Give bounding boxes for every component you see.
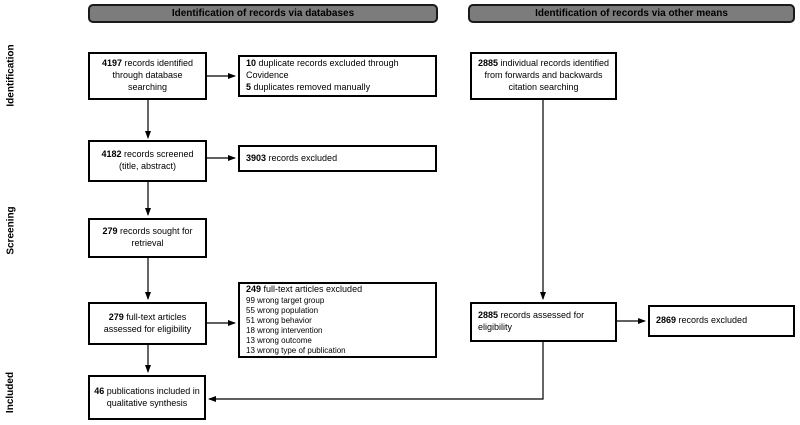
box-records-identified-databases: 4197 records identified through database… xyxy=(88,52,207,100)
box-title: 249 full-text articles excluded xyxy=(246,284,363,295)
exclusion-reason: 99 wrong target group xyxy=(246,295,325,305)
box-records-excluded: 3903 records excluded xyxy=(238,145,437,172)
box-qualitative-synthesis: 46 publications included in qualitative … xyxy=(88,375,206,420)
box-text: 2869 records excluded xyxy=(656,315,748,326)
box-citation-excluded: 2869 records excluded xyxy=(648,305,795,337)
stage-label-included: Included xyxy=(5,371,17,413)
box-text: 4197 records identified through database… xyxy=(101,58,194,92)
exclusion-reason: 13 wrong type of publication xyxy=(246,345,346,355)
box-text: 279 full-text articles assessed for elig… xyxy=(103,311,192,334)
box-text: 2885 individual records identified from … xyxy=(477,58,610,92)
box-records-screened: 4182 records screened (title, abstract) xyxy=(88,140,207,182)
box-text-line2: 5 duplicates removed manually xyxy=(246,81,371,92)
stage-label-screening: Screening xyxy=(5,205,17,255)
box-fulltext-assessed: 279 full-text articles assessed for elig… xyxy=(88,302,207,345)
box-duplicates-excluded: 10 duplicate records excluded through Co… xyxy=(238,55,437,97)
exclusion-reason: 51 wrong behavior xyxy=(246,315,312,325)
box-text: 4182 records screened (title, abstract) xyxy=(101,149,194,171)
stage-label-identification: Identification xyxy=(5,43,17,107)
header-other-means-label: Identification of records via other mean… xyxy=(535,8,728,19)
box-fulltext-excluded: 249 full-text articles excluded 99 wrong… xyxy=(238,282,437,358)
box-text-line1: 10 duplicate records excluded through Co… xyxy=(246,58,399,81)
box-text: 46 publications included in qualitative … xyxy=(94,385,200,408)
box-citation-identified: 2885 individual records identified from … xyxy=(470,52,617,100)
exclusion-reason: 13 wrong outcome xyxy=(246,335,312,345)
box-text: 2885 records assessed for eligibility xyxy=(478,310,585,332)
box-citation-assessed: 2885 records assessed for eligibility xyxy=(470,302,617,342)
box-records-sought: 279 records sought for retrieval xyxy=(88,218,207,258)
header-other-means: Identification of records via other mean… xyxy=(468,4,795,23)
header-databases: Identification of records via databases xyxy=(88,4,438,23)
exclusion-reason: 18 wrong intervention xyxy=(246,325,323,335)
exclusion-reason: 55 wrong population xyxy=(246,305,319,315)
header-databases-label: Identification of records via databases xyxy=(171,8,355,19)
box-text: 279 records sought for retrieval xyxy=(102,226,193,248)
box-text: 3903 records excluded xyxy=(246,152,338,163)
